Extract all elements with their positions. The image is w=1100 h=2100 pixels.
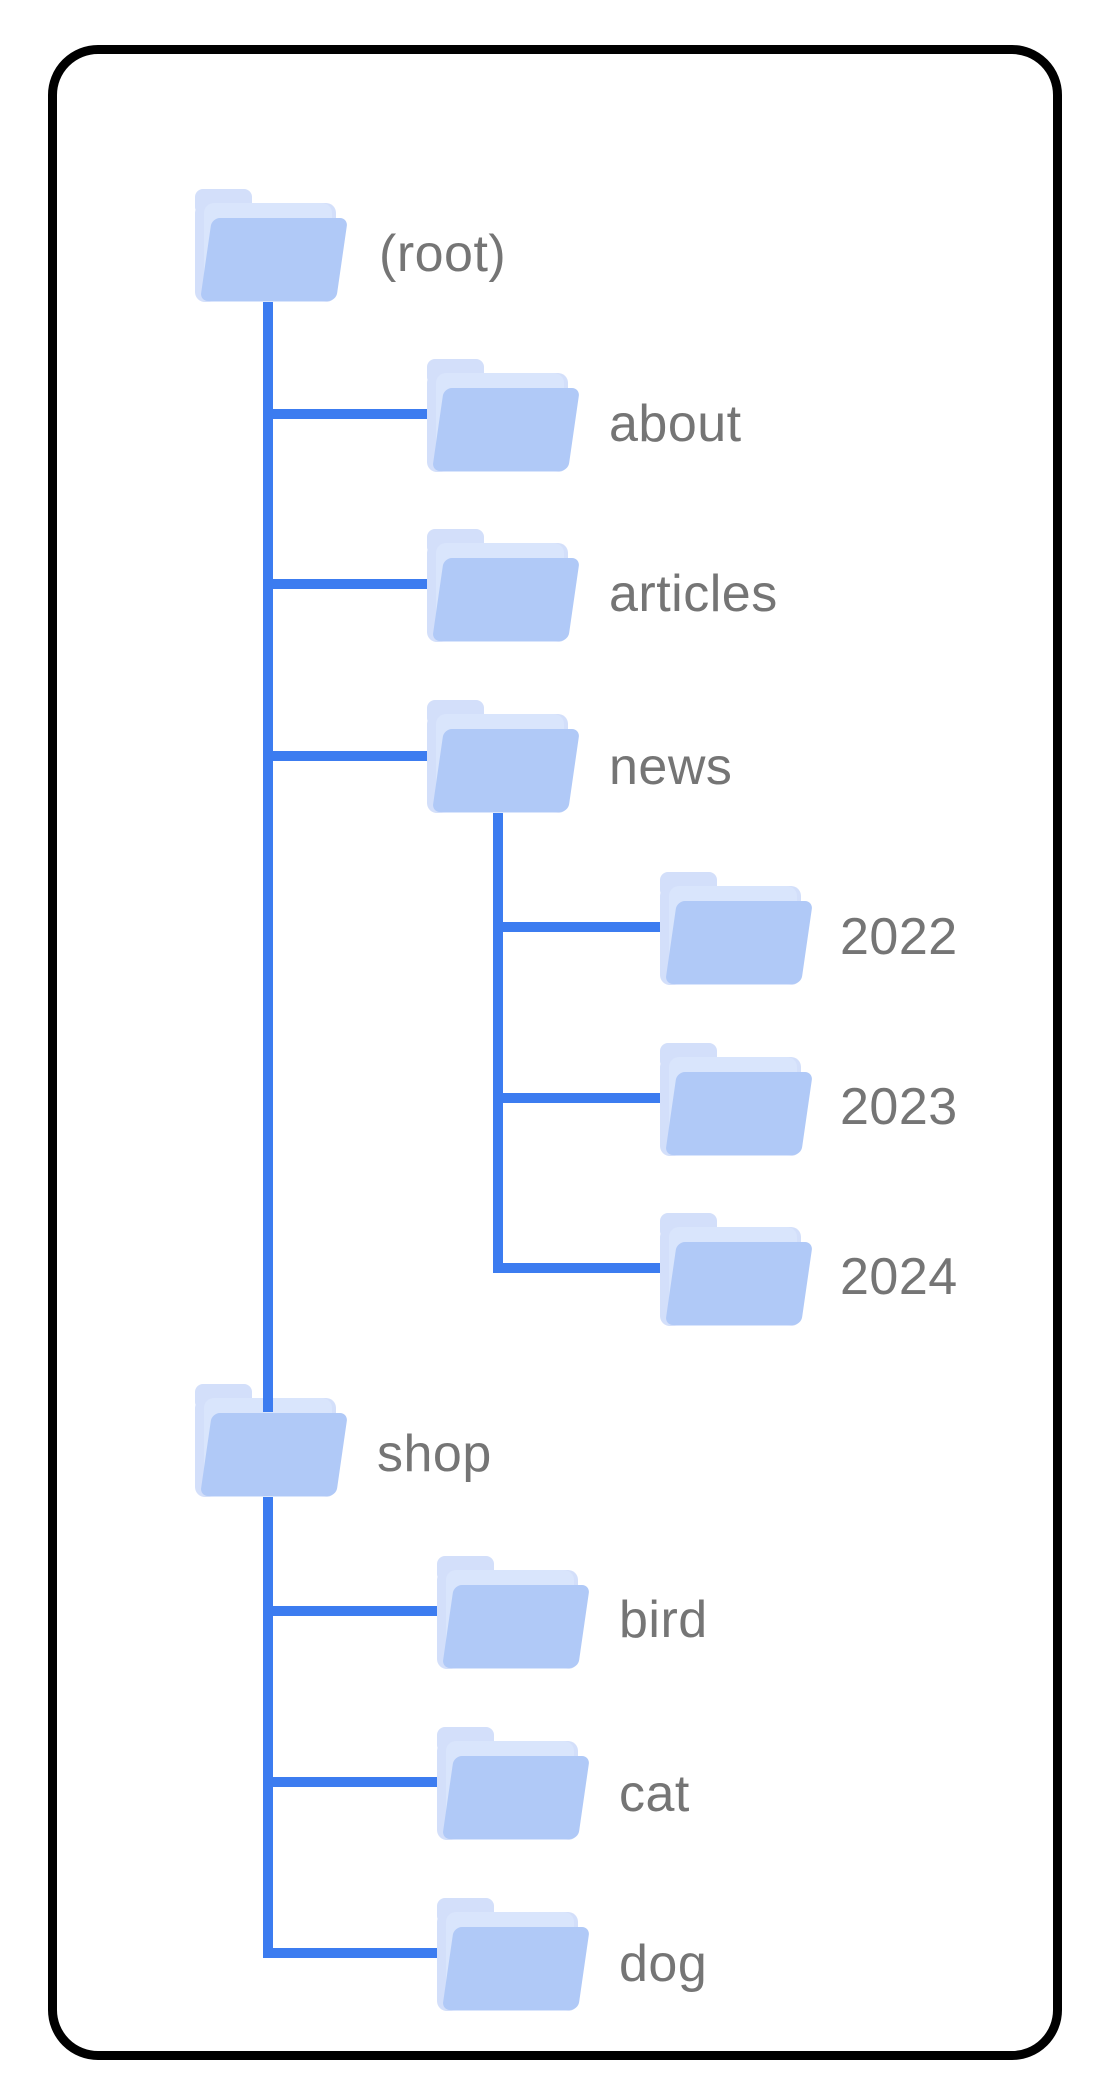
node-label-about: about — [609, 395, 742, 453]
tree-line-branch-2022 — [493, 922, 693, 932]
folder-icon-2024 — [660, 1213, 814, 1326]
tree-line-root-trunk — [263, 297, 273, 1958]
tree-line-branch-2024 — [493, 1263, 693, 1273]
folder-icon-cat — [437, 1727, 591, 1840]
node-label-2023: 2023 — [840, 1078, 958, 1136]
tree-line-news-trunk — [493, 808, 503, 1273]
tree-line-branch-cat — [263, 1777, 469, 1787]
tree-line-branch-articles — [263, 579, 459, 589]
tree-line-branch-bird — [263, 1606, 469, 1616]
folder-icon-dog — [437, 1898, 591, 2011]
tree-line-branch-dog — [263, 1948, 469, 1958]
folder-icon-bird — [437, 1556, 591, 1669]
node-label-2024: 2024 — [840, 1248, 958, 1306]
node-label-articles: articles — [609, 565, 778, 623]
node-label-shop: shop — [377, 1425, 492, 1483]
diagram-card: (root) about articles news 2022 2023 202… — [48, 45, 1062, 2060]
node-label-2022: 2022 — [840, 908, 958, 966]
tree-line-branch-about — [263, 409, 459, 419]
node-label-bird: bird — [619, 1591, 708, 1649]
tree-line-branch-news — [263, 751, 459, 761]
tree-line-shop-crossing — [263, 1374, 273, 1412]
folder-icon-news — [427, 700, 581, 813]
folder-icon-about — [427, 359, 581, 472]
node-label-cat: cat — [619, 1765, 690, 1823]
folder-icon-2023 — [660, 1043, 814, 1156]
node-label-dog: dog — [619, 1935, 708, 1993]
tree-line-branch-2023 — [493, 1093, 693, 1103]
folder-icon-articles — [427, 529, 581, 642]
folder-icon-2022 — [660, 872, 814, 985]
folder-icon-root — [195, 189, 349, 302]
node-label-news: news — [609, 738, 733, 796]
node-label-root: (root) — [379, 225, 507, 283]
